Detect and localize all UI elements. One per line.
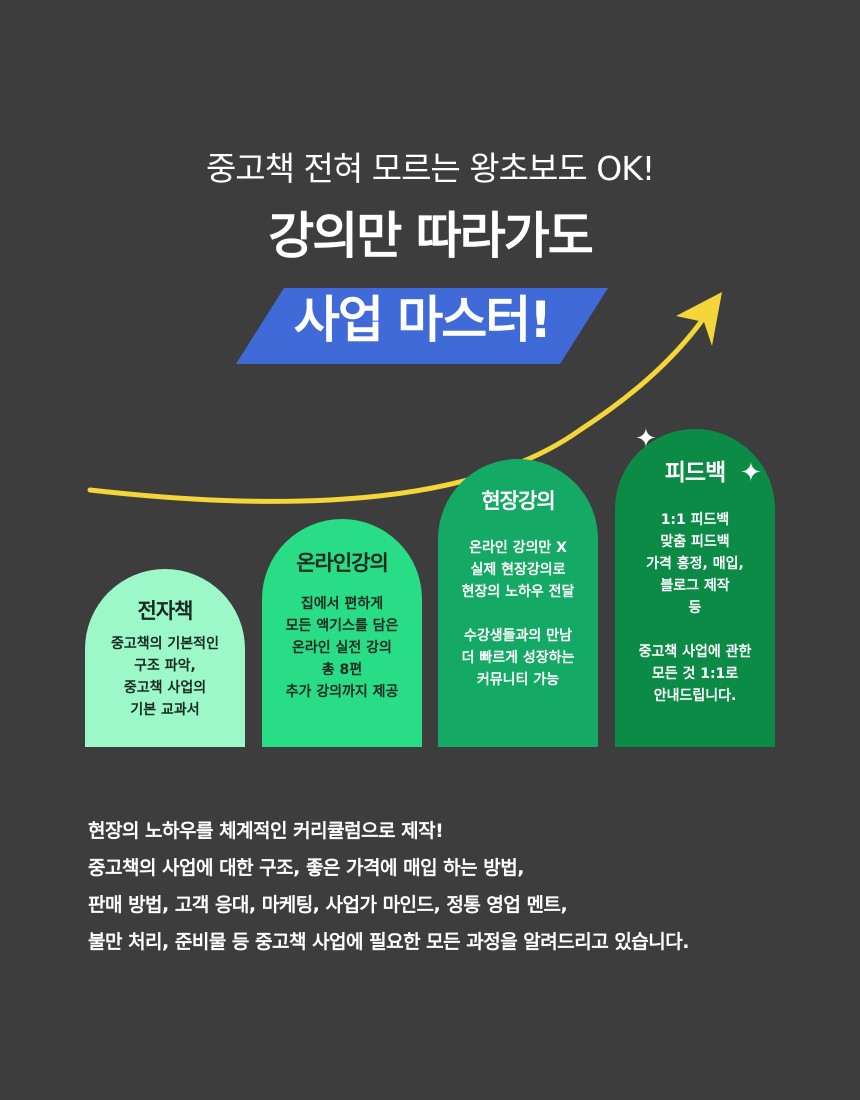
sparkle-icon: ✦ <box>740 458 762 488</box>
step-online-course: 온라인강의 집에서 편하게 모든 액기스를 담은 온라인 실전 강의 총 8편 … <box>262 519 422 747</box>
highlight-bar <box>236 288 608 364</box>
sparkle-icon: ✦ <box>635 424 657 454</box>
step-title: 온라인강의 <box>296 551 389 575</box>
headline-subtitle: 중고책 전혀 모르는 왕초보도 OK! <box>205 149 655 188</box>
step-description: 중고책의 기본적인 구조 파악, 중고책 사업의 기본 교과서 <box>111 636 219 718</box>
step-description: 집에서 편하게 모든 액기스를 담은 온라인 실전 강의 총 8편 추가 강의까… <box>285 596 399 700</box>
step-feedback: 피드백 1:1 피드백 맞춤 피드백 가격 흥정, 매입, 블로그 제작 등 중… <box>615 429 775 747</box>
step-title: 현장강의 <box>481 489 555 513</box>
step-field-course: 현장강의 온라인 강의만 X 실제 현장강의로 현장의 노하우 전달 수강생들과… <box>438 459 598 747</box>
curriculum-description: 현장의 노하우를 체계적인 커리큘럼으로 제작! 중고책의 사업에 대한 구조,… <box>88 820 689 953</box>
step-description: 1:1 피드백 맞춤 피드백 가격 흥정, 매입, 블로그 제작 등 중고책 사… <box>638 512 752 704</box>
headline-title: 강의만 따라가도 <box>268 207 593 265</box>
step-title: 피드백 <box>664 460 726 486</box>
headline-highlight: 사업 마스터! <box>293 291 552 349</box>
step-ebook: 전자책 중고책의 기본적인 구조 파악, 중고책 사업의 기본 교과서 <box>85 569 245 747</box>
step-title: 전자책 <box>137 599 194 623</box>
step-description: 온라인 강의만 X 실제 현장강의로 현장의 노하우 전달 수강생들과의 만남 … <box>461 540 575 688</box>
